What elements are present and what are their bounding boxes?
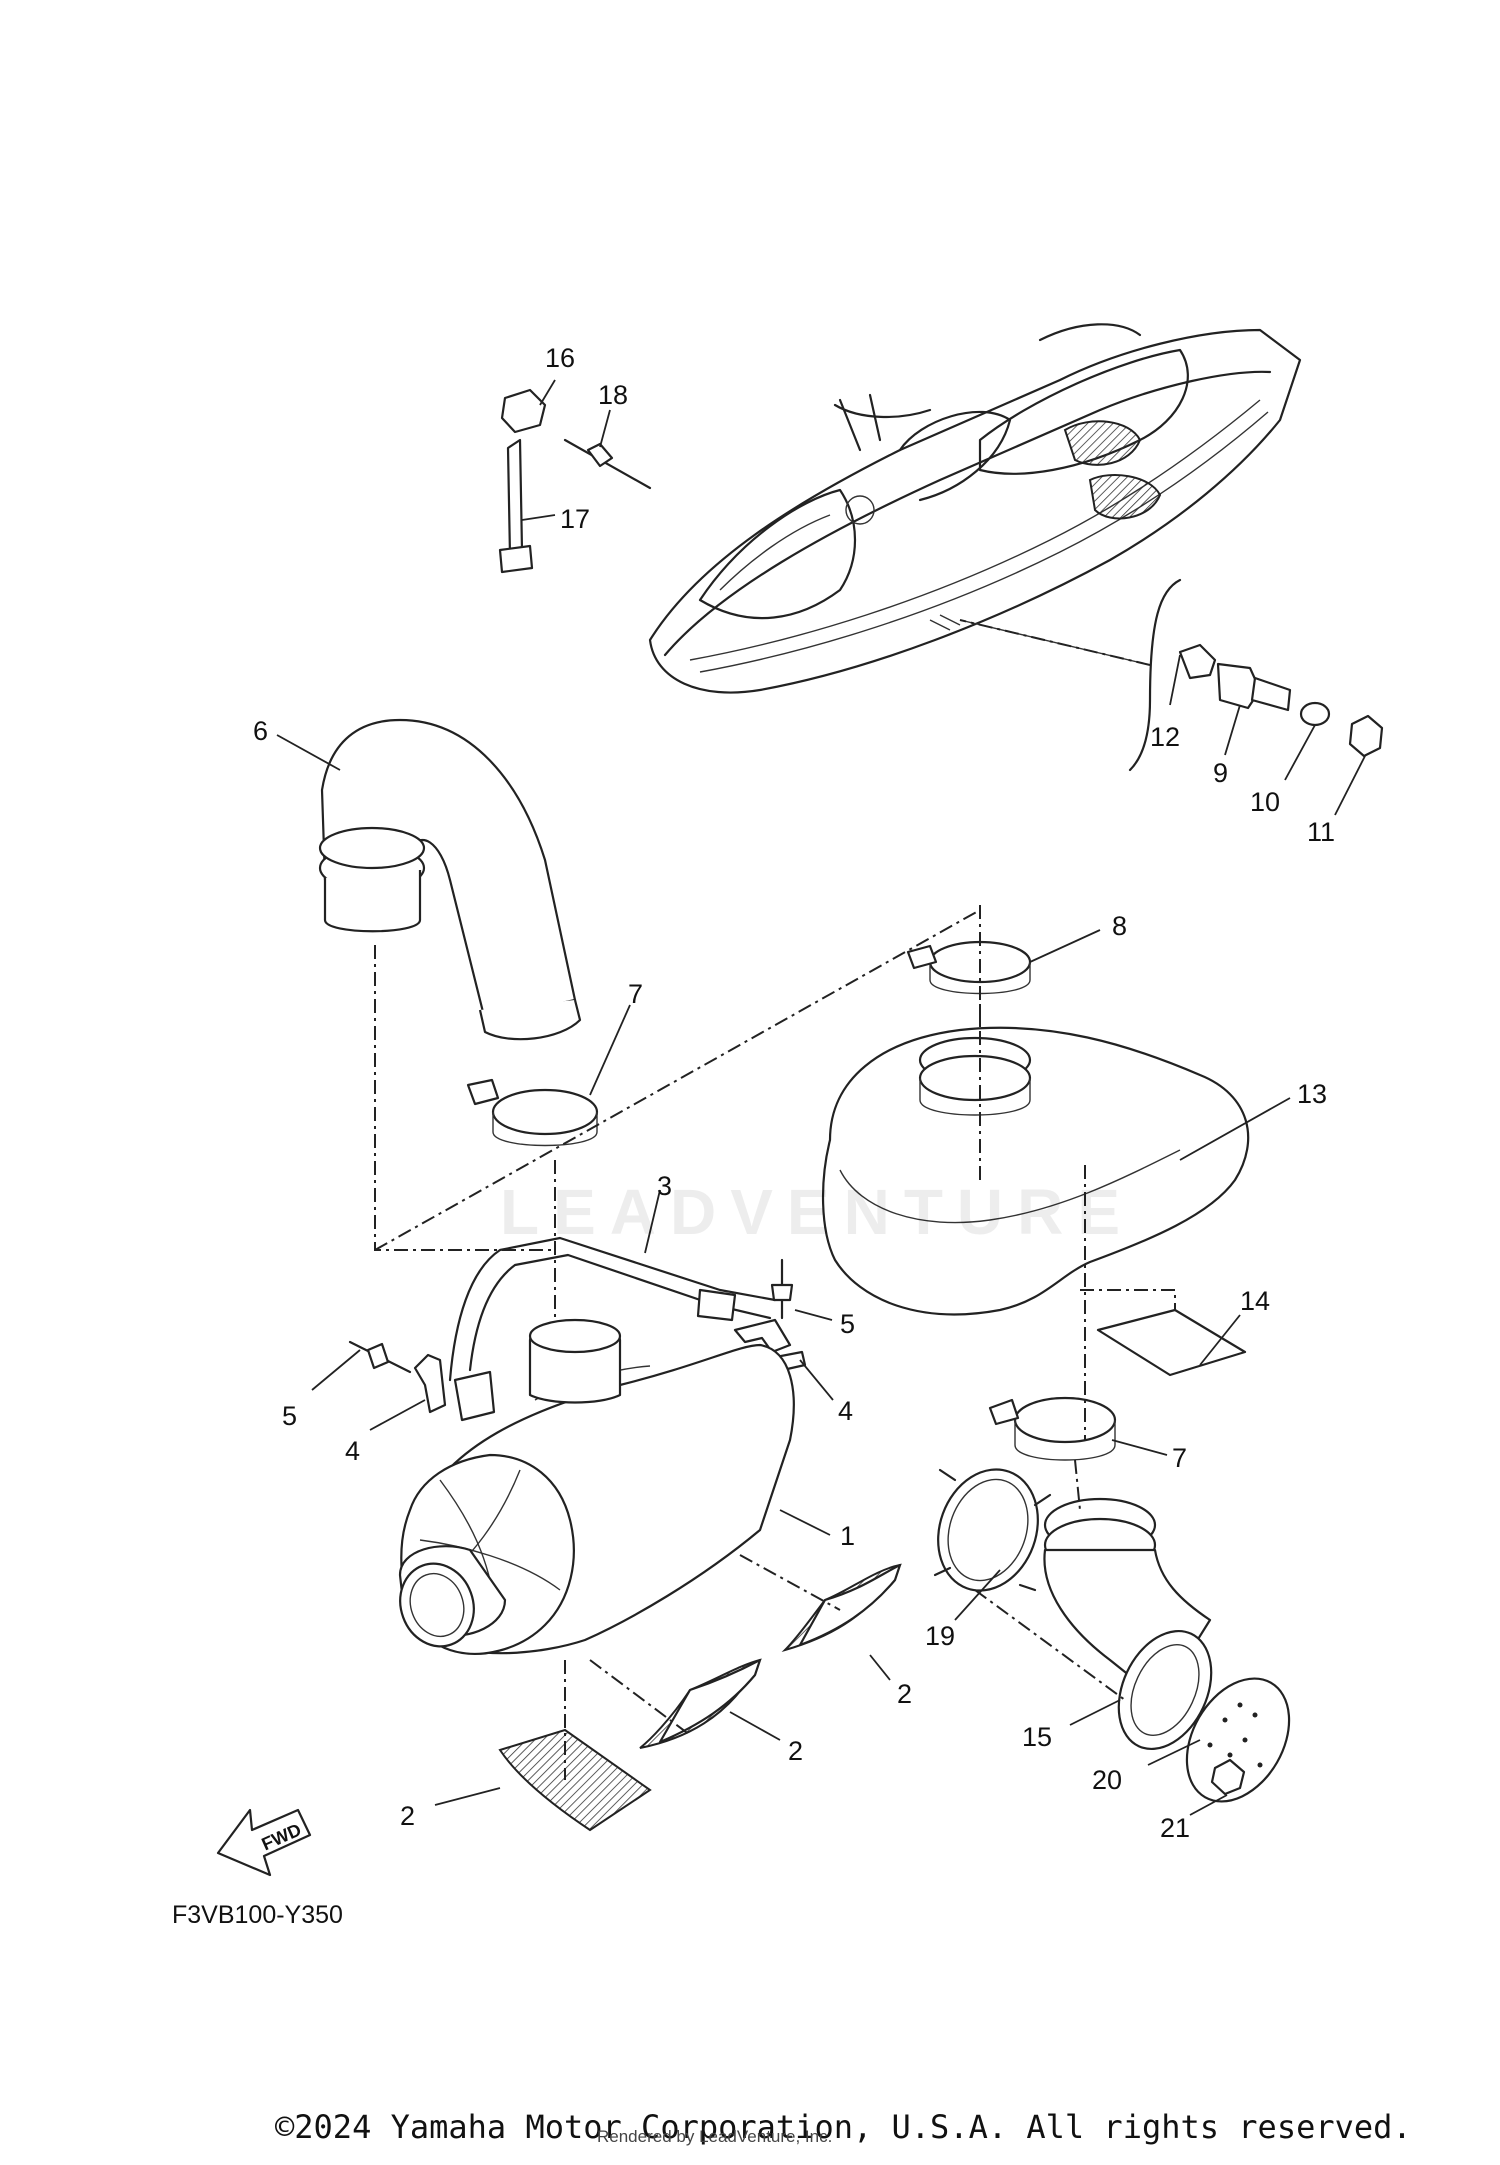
part-18-rivet xyxy=(563,438,652,490)
callout-9: 9 xyxy=(1213,758,1228,788)
fwd-arrow: FWD xyxy=(216,1808,312,1877)
part-3-strap xyxy=(448,1236,777,1422)
callout-16: 16 xyxy=(545,343,575,373)
callouts: 16 18 17 12 9 10 11 6 8 7 13 3 5 5 4 4 1… xyxy=(253,343,1335,1843)
copyright-notice: ©2024 Yamaha Motor Corporation, U.S.A. A… xyxy=(275,2108,1412,2146)
callout-2-bottom: 2 xyxy=(400,1801,415,1831)
callout-21: 21 xyxy=(1160,1813,1190,1843)
callout-10: 10 xyxy=(1250,787,1280,817)
part-5-rivet-right xyxy=(770,1258,794,1320)
drain-bracket xyxy=(1128,578,1182,772)
callout-14: 14 xyxy=(1240,1286,1270,1316)
part-2-pad-bottom xyxy=(498,1728,652,1832)
part-13-resonator-box xyxy=(821,1026,1250,1316)
part-2-pad-lower-middle-top xyxy=(658,1658,762,1744)
callout-1: 1 xyxy=(840,1521,855,1551)
part-17-cable-tie xyxy=(498,438,534,574)
watermark: LEADVENTURE xyxy=(500,1176,1135,1248)
assembly-lines xyxy=(374,619,1176,1780)
part-1-air-box xyxy=(398,1318,795,1655)
callout-3: 3 xyxy=(657,1171,672,1201)
callout-17: 17 xyxy=(560,504,590,534)
part-5-rivet-left xyxy=(348,1340,412,1374)
part-20-plate xyxy=(1185,1677,1291,1803)
leader-lines xyxy=(276,379,1366,1816)
callout-5-right: 5 xyxy=(840,1309,855,1339)
callout-15: 15 xyxy=(1022,1722,1052,1752)
part-4-bracket-left xyxy=(413,1353,447,1414)
callout-11: 11 xyxy=(1307,817,1335,847)
callout-2-middle: 2 xyxy=(788,1736,803,1766)
part-14-pad xyxy=(1096,1308,1247,1377)
part-15-elbow xyxy=(1043,1497,1213,1751)
part-21-nut xyxy=(1210,1758,1246,1796)
callout-4-right: 4 xyxy=(838,1396,853,1426)
callout-19: 19 xyxy=(925,1621,955,1651)
part-10-washer xyxy=(1299,701,1331,727)
callout-2-right: 2 xyxy=(897,1679,912,1709)
part-11-nut xyxy=(1348,714,1384,758)
part-12-cap xyxy=(1178,643,1217,680)
callout-8: 8 xyxy=(1112,911,1127,941)
callout-20: 20 xyxy=(1092,1765,1122,1795)
callout-4-left: 4 xyxy=(345,1436,360,1466)
callout-6: 6 xyxy=(253,716,268,746)
callout-7-lower: 7 xyxy=(1172,1443,1187,1473)
part-7-lower-clamp xyxy=(988,1396,1117,1461)
watercraft-illustration xyxy=(648,323,1302,694)
part-19-stud-ring xyxy=(933,1468,1052,1592)
callout-7-upper: 7 xyxy=(628,979,643,1009)
part-7-upper-clamp xyxy=(466,1078,599,1147)
part-6-intake-duct xyxy=(318,718,582,1041)
part-8-clamp xyxy=(906,940,1032,995)
callout-5-left: 5 xyxy=(282,1401,297,1431)
callout-18: 18 xyxy=(598,380,628,410)
part-2-pad-upper-right-top xyxy=(798,1563,902,1647)
callout-12: 12 xyxy=(1150,722,1180,752)
callout-13: 13 xyxy=(1297,1079,1327,1109)
part-9-fitting xyxy=(1216,662,1292,712)
figure-code: F3VB100-Y350 xyxy=(172,1901,343,1929)
part-16-clip xyxy=(500,388,547,434)
rendered-by-notice: Rendered by LeadVenture, Inc. xyxy=(597,2127,833,2146)
